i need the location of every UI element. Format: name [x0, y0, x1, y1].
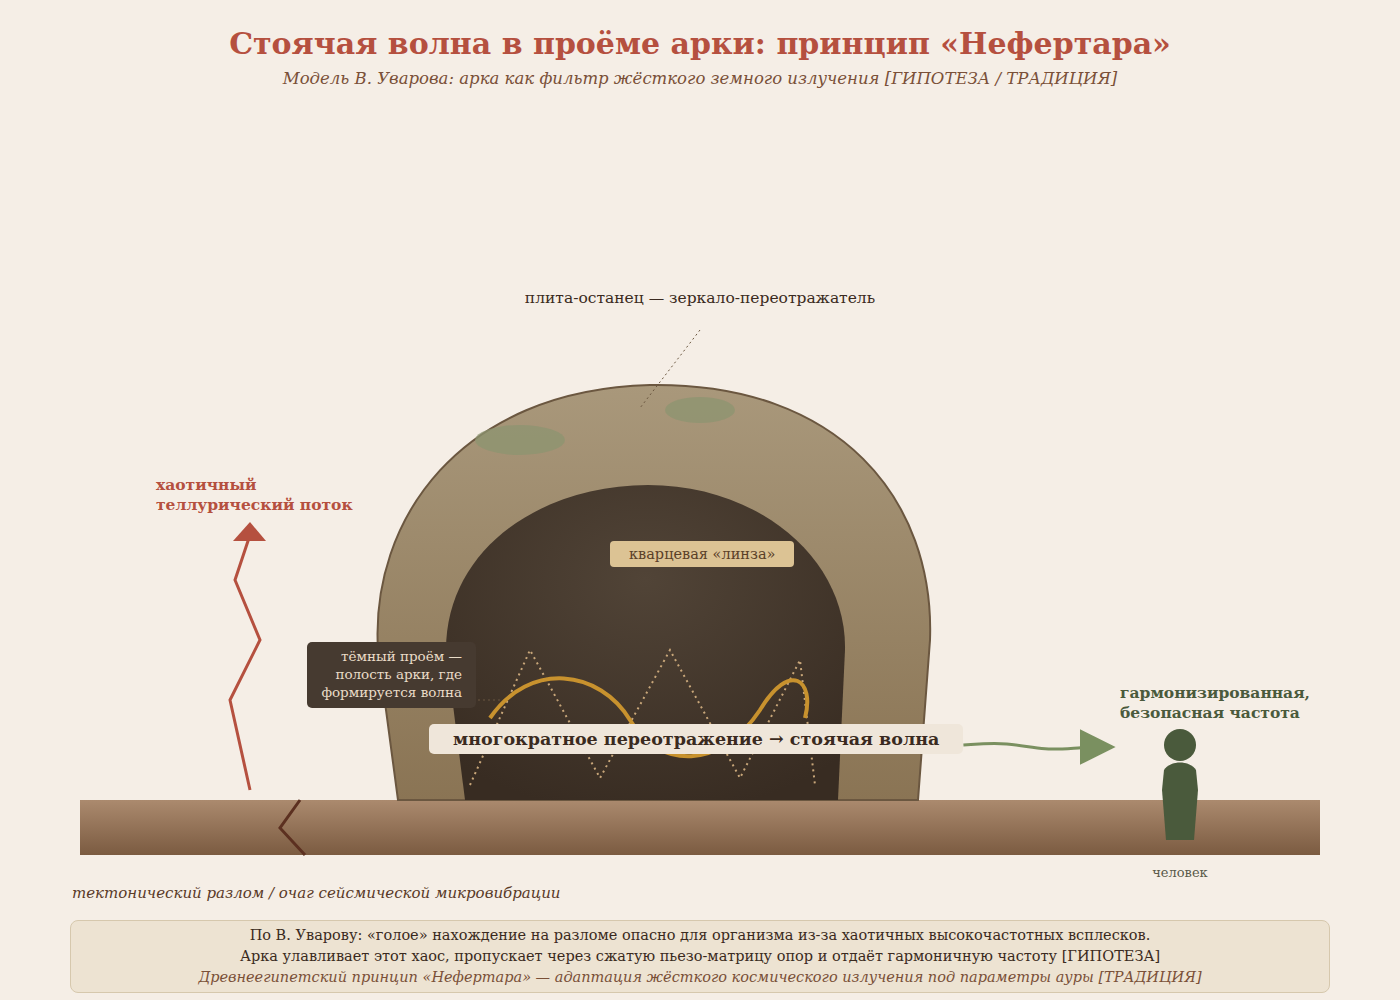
fault-line: [280, 800, 305, 855]
wave-box: многократное переотражение → стоячая вол…: [429, 724, 963, 754]
cavity-box: тёмный проём — полость арки, где формиру…: [307, 642, 476, 708]
flow-label: хаотичный теллурический поток: [156, 475, 366, 515]
leader-line: [478, 700, 502, 701]
node-text: По В. Уварову: «голое» нахождение на раз…: [81, 925, 1319, 946]
moss-patch: [475, 425, 565, 455]
leader-line: [640, 330, 700, 408]
callout-label: плита-останец — зеркало-переотражатель: [505, 288, 895, 308]
lens-box: кварцевая «линза»: [610, 541, 794, 567]
node-text: человек: [1116, 865, 1244, 880]
diagram-title: Стоячая волна в проёме арки: принцип «Не…: [0, 26, 1400, 61]
person-node: гармонизированная, безопасная частота чел…: [1116, 683, 1320, 880]
reflection-path: [470, 650, 815, 785]
node-text: многократное переотражение → стоячая вол…: [453, 729, 939, 749]
telluric-flow: [230, 535, 260, 790]
fault-label: тектонический разлом / очаг сейсмической…: [72, 884, 592, 904]
node-text: тёмный проём — полость арки, где формиру…: [317, 647, 462, 702]
person-body: [1162, 763, 1198, 841]
node-text: гармонизированная, безопасная частота: [1116, 683, 1314, 723]
flow-arrow: [963, 744, 1112, 750]
node-text: Арка улавливает этот хаос, пропускает че…: [81, 946, 1319, 967]
person-head: [1164, 729, 1196, 761]
note-panel: По В. Уварову: «голое» нахождение на раз…: [70, 920, 1330, 993]
telluric-arrowhead: [233, 522, 266, 541]
subtitle: Модель В. Уварова: арка как фильтр жёстк…: [0, 68, 1400, 89]
node-text: Древнеегипетский принцип «Нефертара» — а…: [81, 967, 1319, 988]
moss-patch: [665, 397, 735, 423]
ground-band: [80, 800, 1320, 855]
node-text: кварцевая «линза»: [629, 546, 775, 562]
